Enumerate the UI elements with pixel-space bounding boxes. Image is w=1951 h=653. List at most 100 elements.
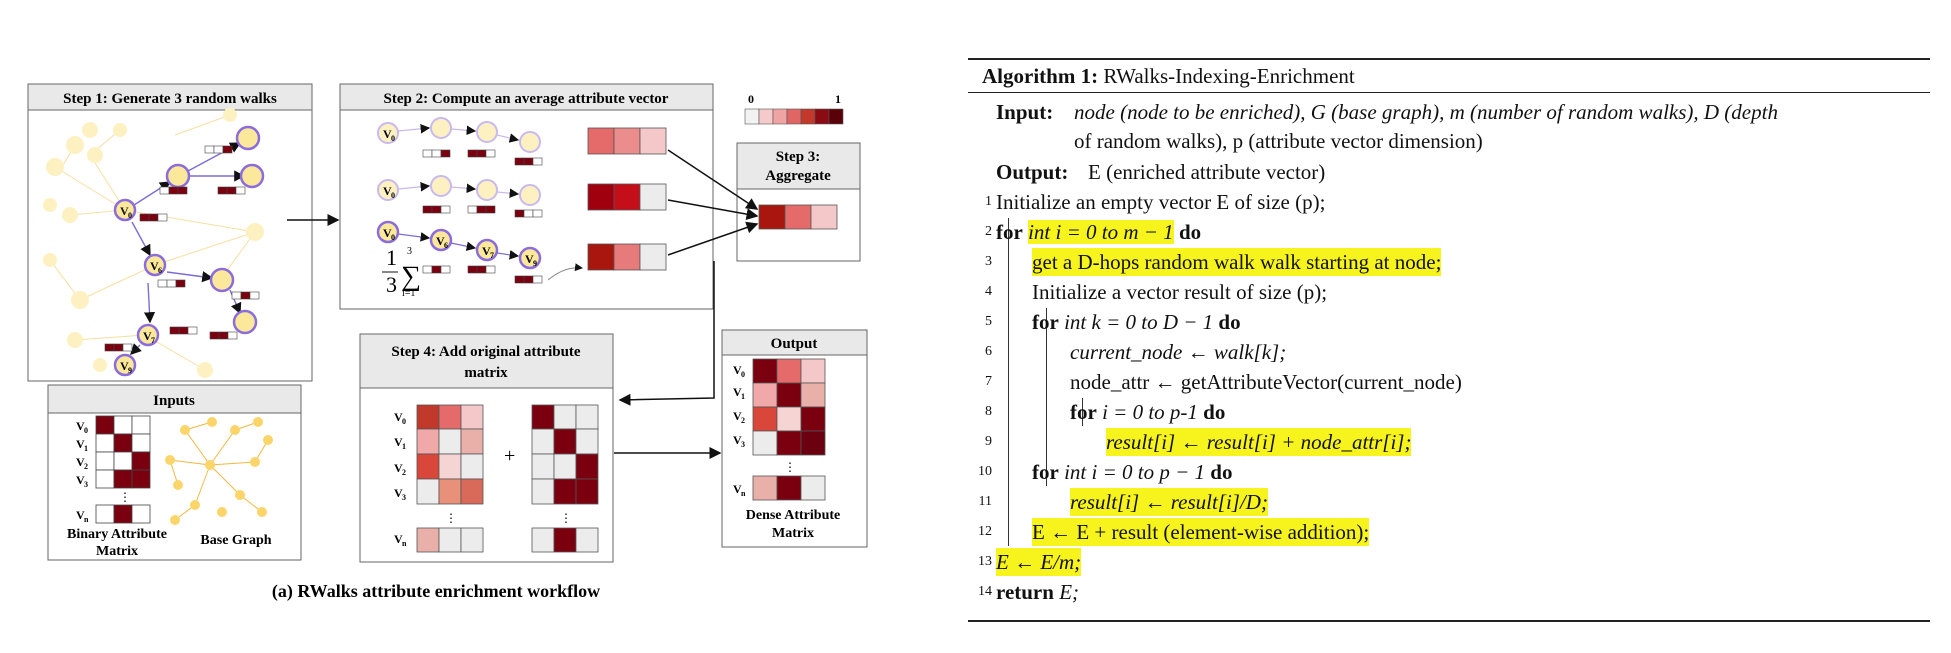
binary-label-2: Matrix	[96, 544, 138, 559]
line-text: Initialize an empty vector E of size (p)…	[996, 190, 1326, 214]
step4-title-1: Step 4: Add original attribute	[391, 344, 581, 360]
svg-text:7: 7	[490, 251, 494, 260]
svg-text:V: V	[482, 244, 491, 258]
svg-text:V: V	[394, 435, 403, 449]
line-text: result[i] ← result[i]/D;	[1070, 488, 1268, 516]
frac-num: 1	[386, 245, 397, 270]
svg-text:V: V	[733, 409, 742, 423]
svg-text:n: n	[741, 489, 746, 498]
svg-text:6: 6	[158, 266, 162, 275]
mid-rule	[968, 92, 1930, 93]
svg-text:0: 0	[402, 417, 406, 426]
line-number: 3	[985, 254, 992, 269]
walk-node	[143, 253, 167, 277]
output-keyword: Output:	[996, 160, 1069, 184]
line-text: node_attr ← getAttributeVector(current_n…	[1070, 370, 1462, 394]
svg-text:0: 0	[128, 211, 132, 220]
line-text: int i = 0 to p − 1	[1064, 460, 1206, 484]
svg-text:V: V	[394, 486, 403, 500]
step3-title-1: Step 3:	[776, 149, 821, 165]
line-number: 2	[985, 224, 992, 239]
scale-min: 0	[748, 92, 754, 106]
svg-text:1: 1	[84, 444, 88, 453]
keyword-do: do	[1218, 310, 1241, 334]
svg-text:⋮: ⋮	[560, 511, 572, 525]
svg-text:V: V	[143, 329, 152, 343]
svg-text:V: V	[120, 204, 129, 218]
svg-text:V: V	[150, 259, 159, 273]
svg-text:V: V	[76, 508, 85, 522]
scope-bar-outer	[1008, 218, 1009, 546]
line-number: 11	[978, 494, 992, 509]
dense-label-2: Matrix	[772, 526, 814, 541]
output-title: Output	[771, 336, 818, 352]
svg-text:V: V	[394, 410, 403, 424]
svg-text:V: V	[76, 437, 85, 451]
walk-node	[239, 163, 265, 189]
walk-node	[209, 267, 235, 293]
svg-text:6: 6	[444, 241, 448, 250]
frac-den: 3	[386, 272, 397, 297]
pale-nodes	[43, 108, 264, 378]
color-scale	[744, 108, 844, 125]
walk-node	[232, 309, 258, 335]
svg-text:V: V	[733, 385, 742, 399]
line-number: 5	[985, 314, 992, 329]
keyword-do: do	[1203, 400, 1226, 424]
svg-text:V: V	[120, 359, 129, 373]
svg-text:V: V	[733, 482, 742, 496]
scale-max: 1	[835, 92, 841, 106]
inputs-title: Inputs	[153, 393, 195, 409]
binary-label-1: Binary Attribute	[67, 527, 167, 542]
svg-text:1: 1	[402, 442, 406, 451]
line-number: 14	[978, 584, 992, 599]
keyword-for: for	[1032, 460, 1059, 484]
rwalks-workflow-figure: Step 1: Generate 3 random walks	[27, 83, 868, 602]
line-number: 4	[985, 284, 992, 299]
algorithm-title: Algorithm 1: RWalks-Indexing-Enrichment	[982, 64, 1355, 89]
svg-text:7: 7	[151, 336, 155, 345]
bottom-rule	[968, 620, 1930, 622]
step2-title: Step 2: Compute an average attribute vec…	[384, 91, 669, 107]
plus-sign: +	[504, 445, 515, 467]
line-text: i = 0 to p-1	[1102, 400, 1198, 424]
walk-node	[113, 353, 137, 377]
line-text: E ← E/m;	[996, 548, 1082, 576]
svg-text:0: 0	[391, 191, 395, 200]
svg-text:V: V	[383, 226, 392, 240]
keyword-for: for	[1070, 400, 1097, 424]
line-text: current_node ← walk[k];	[1070, 340, 1287, 364]
svg-text:⋮: ⋮	[445, 511, 457, 525]
base-graph-label: Base Graph	[200, 533, 271, 548]
svg-text:V: V	[394, 532, 403, 546]
keyword-do: do	[1210, 460, 1233, 484]
line-text: E ← E + result (element-wise addition);	[1032, 518, 1370, 546]
step4-title-2: matrix	[464, 365, 508, 381]
svg-text:V: V	[525, 252, 534, 266]
top-rule	[968, 58, 1930, 60]
svg-text:0: 0	[391, 233, 395, 242]
svg-text:V: V	[733, 363, 742, 377]
line-text: Initialize a vector result of size (p);	[1032, 280, 1328, 304]
svg-text:V: V	[394, 461, 403, 475]
svg-text:3: 3	[741, 440, 745, 449]
svg-text:3: 3	[402, 493, 406, 502]
svg-text:V: V	[383, 184, 392, 198]
walk-node	[235, 125, 261, 151]
step3-panel: Step 3: Aggregate	[736, 142, 861, 262]
input-keyword: Input:	[996, 100, 1054, 124]
input-text: node (node to be enriched), G (base grap…	[1074, 100, 1778, 124]
svg-text:9: 9	[128, 366, 132, 375]
node-attribute-bars	[104, 145, 260, 352]
svg-text:9: 9	[533, 259, 537, 268]
line-text: int i = 0 to m − 1	[1028, 220, 1174, 244]
scope-bar-i	[1082, 398, 1083, 426]
sum-top: 3	[407, 246, 412, 257]
step1-title: Step 1: Generate 3 random walks	[63, 91, 277, 107]
scope-bar-k	[1046, 308, 1047, 486]
sum-bottom: i=1	[402, 288, 415, 299]
line-text: E;	[1059, 580, 1080, 604]
keyword-return: return	[996, 580, 1054, 604]
